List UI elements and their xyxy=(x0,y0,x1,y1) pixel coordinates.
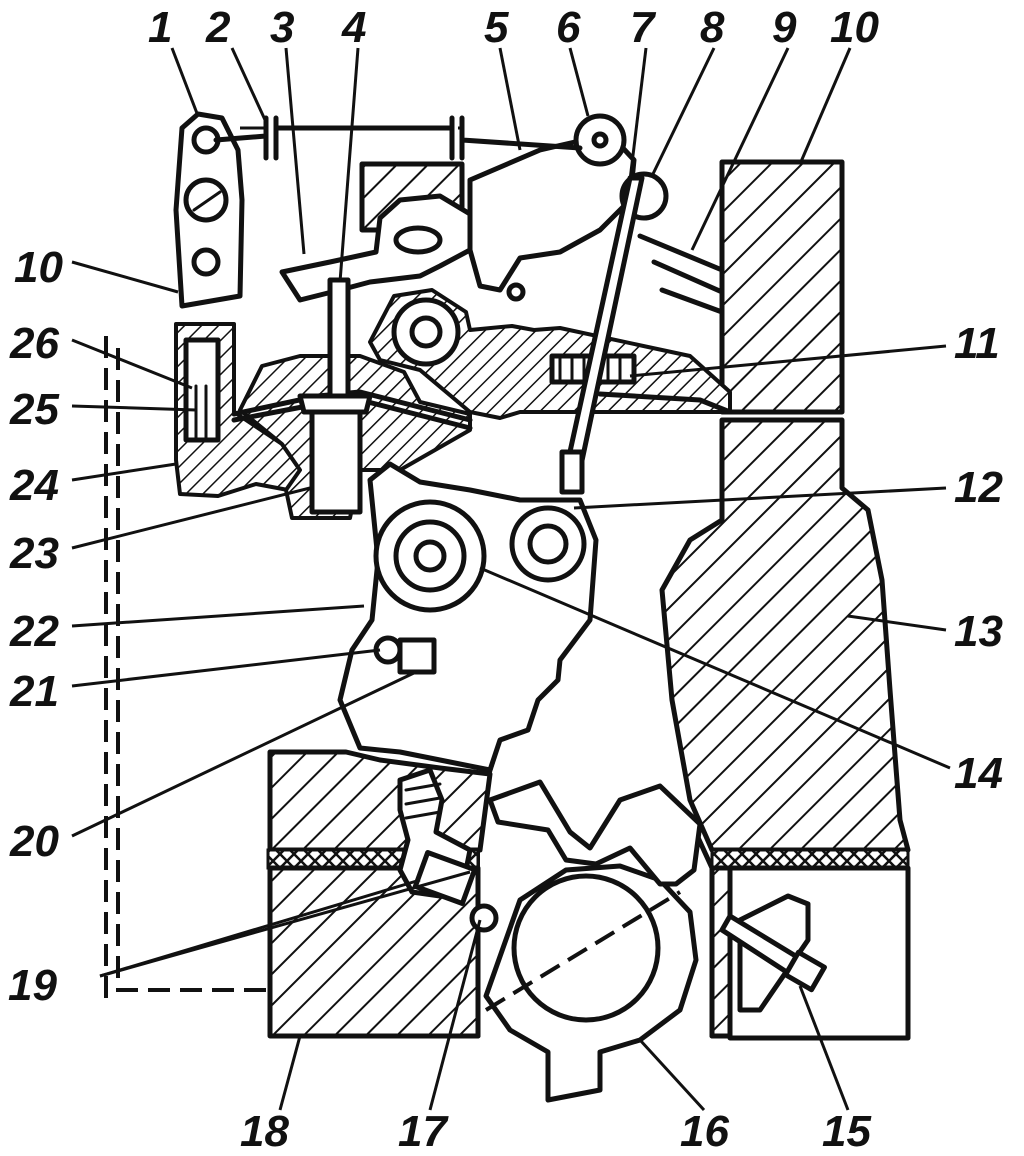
lever-1-screw-slot xyxy=(192,190,222,212)
callout-16: 16 xyxy=(680,1107,729,1156)
leader-lines xyxy=(71,47,951,1112)
callout-23: 23 xyxy=(9,529,59,578)
callout-1: 1 xyxy=(148,3,172,52)
callout-labels: 1 2 3 4 5 6 7 8 9 10 10 11 12 13 14 15 1… xyxy=(8,3,1003,1156)
mixture-screw-19-thread xyxy=(404,782,442,820)
callout-14: 14 xyxy=(954,749,1003,798)
lever-1-lower-hole xyxy=(191,247,221,277)
lower-body-upper-hatched xyxy=(267,749,493,853)
float-chamber-housing xyxy=(368,288,732,420)
callout-11: 11 xyxy=(954,319,1000,368)
cam-lever-6-pin xyxy=(591,131,609,149)
callout-6: 6 xyxy=(556,3,581,52)
spring-wire-11 xyxy=(597,391,733,415)
callout-2: 2 xyxy=(205,3,231,52)
throttle-shaft-dashed xyxy=(484,890,682,1012)
callout-26: 26 xyxy=(9,319,59,368)
lower-body-right xyxy=(709,865,733,1039)
callout-21: 21 xyxy=(9,667,59,716)
linkage-2-right xyxy=(449,115,583,161)
callout-15: 15 xyxy=(822,1107,871,1156)
pivot-boss xyxy=(391,297,461,367)
callout-22: 22 xyxy=(9,607,59,656)
pivot-boss-hole xyxy=(409,315,443,349)
callout-8: 8 xyxy=(700,3,725,52)
throttle-pin-12 xyxy=(509,505,587,583)
small-pin xyxy=(506,282,526,302)
pump-check-valve-26 xyxy=(183,337,221,443)
cam-lever-6-pivot xyxy=(573,113,627,167)
stop-block-20 xyxy=(397,637,437,675)
housing-block-middle-right xyxy=(659,417,911,853)
throttle-pin-12-inner xyxy=(527,523,569,565)
callout-19: 19 xyxy=(8,961,57,1010)
callout-3: 3 xyxy=(270,3,294,52)
idle-screw-15-head xyxy=(783,949,827,993)
callout-12: 12 xyxy=(954,463,1003,512)
callout-25: 25 xyxy=(9,385,59,434)
callout-17: 17 xyxy=(398,1107,449,1156)
throttle-axle-14 xyxy=(373,499,487,613)
accelerator-cam-arm xyxy=(487,779,703,887)
spring-9 xyxy=(637,233,725,315)
callout-24: 24 xyxy=(9,461,59,510)
callout-20: 20 xyxy=(9,817,59,866)
callout-18: 18 xyxy=(240,1107,289,1156)
linkage-2 xyxy=(213,115,279,161)
choke-lever-slot xyxy=(393,225,443,255)
pull-rod-7-end xyxy=(559,449,585,495)
callout-4: 4 xyxy=(341,3,366,52)
callout-10-left: 10 xyxy=(14,243,63,292)
pump-check-valve-25 xyxy=(194,384,208,442)
callout-13: 13 xyxy=(954,607,1003,656)
pump-rod-4-cap xyxy=(297,393,373,415)
callout-10-top: 10 xyxy=(830,3,879,52)
housing-block-upper-right xyxy=(719,159,845,415)
callout-7: 7 xyxy=(630,3,657,52)
throttle-sensor-17 xyxy=(469,903,499,933)
callout-9: 9 xyxy=(772,3,797,52)
callout-5: 5 xyxy=(484,3,509,52)
pump-rod-4-body xyxy=(309,397,363,515)
throttle-axle-14-ring xyxy=(393,519,467,593)
pump-rod-4 xyxy=(327,277,351,403)
throttle-axle-14-hub xyxy=(413,539,447,573)
gasket-right xyxy=(710,848,910,870)
